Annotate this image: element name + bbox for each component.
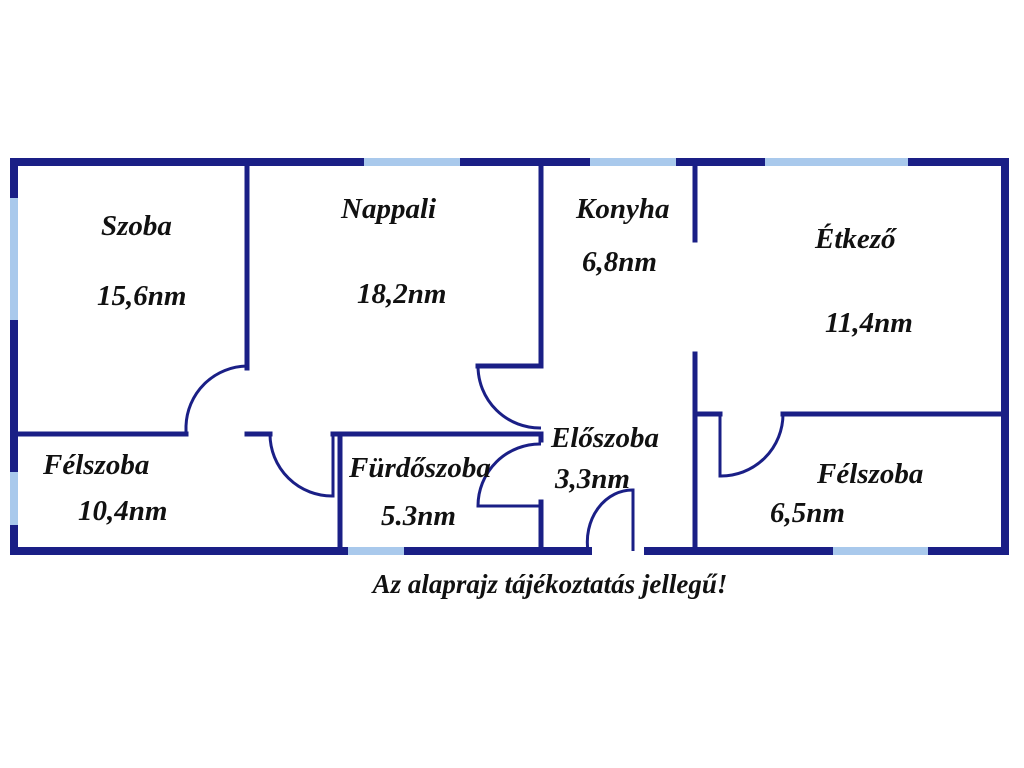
room-area-konyha: 6,8nm: [582, 246, 657, 278]
room-area-etkezo: 11,4nm: [825, 307, 913, 339]
room-area-felszoba-right: 6,5nm: [770, 497, 845, 529]
room-name-nappali: Nappali: [341, 193, 437, 225]
room-area-furdoszoba: 5.3nm: [381, 500, 456, 532]
room-area-eloszoba: 3,3nm: [555, 463, 630, 495]
door-entrance: [585, 488, 635, 552]
door-furdoszoba: [476, 442, 542, 508]
room-name-felszoba-left: Félszoba: [43, 449, 150, 481]
door-szoba: [184, 364, 248, 434]
windows: [10, 158, 928, 555]
room-name-felszoba-right: Félszoba: [817, 458, 924, 490]
room-name-etkezo: Étkező: [815, 223, 896, 255]
disclaimer-note: Az alaprajz tájékoztatás jellegű!: [372, 569, 728, 599]
room-area-nappali: 18,2nm: [357, 278, 447, 310]
room-name-eloszoba: Előszoba: [551, 422, 659, 454]
door-felszoba-left: [268, 433, 335, 498]
door-felszoba-right: [718, 413, 785, 478]
room-name-szoba: Szoba: [101, 210, 172, 242]
door-swings: [184, 364, 785, 552]
room-name-furdoszoba: Fürdőszoba: [349, 452, 491, 484]
room-area-felszoba-left: 10,4nm: [78, 495, 168, 527]
room-area-szoba: 15,6nm: [97, 280, 187, 312]
room-name-konyha: Konyha: [576, 193, 670, 225]
door-nappali: [476, 365, 542, 430]
